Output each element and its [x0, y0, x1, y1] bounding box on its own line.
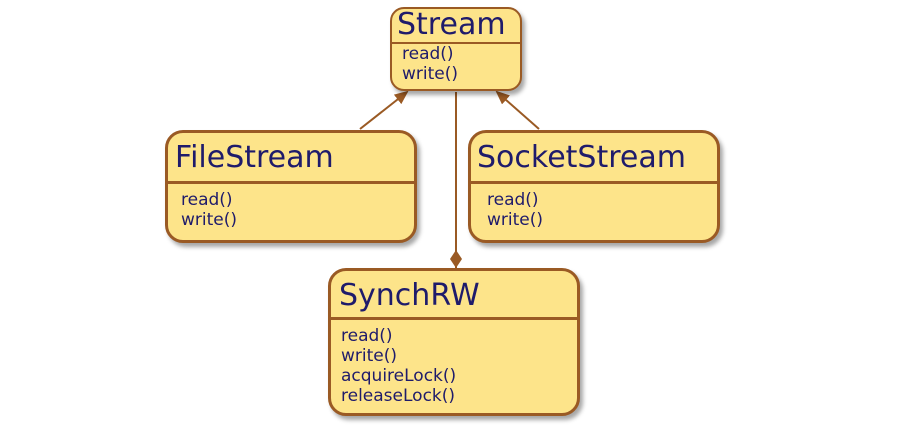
class-box-stream[interactable]: Stream read() write()	[390, 7, 522, 91]
operations-list: read() write()	[168, 184, 414, 230]
class-box-socketstream[interactable]: SocketStream read() write()	[468, 130, 720, 243]
operation: write()	[181, 210, 238, 230]
divider	[471, 181, 717, 184]
operation: write()	[341, 346, 398, 366]
operation: read()	[341, 326, 393, 346]
socketstream-to-stream-arrow	[495, 90, 540, 130]
class-name: SynchRW	[339, 278, 480, 313]
operation: read()	[181, 190, 233, 210]
operations-list: read() write()	[392, 44, 520, 84]
class-box-filestream[interactable]: FileStream read() write()	[165, 130, 417, 243]
class-name: Stream	[397, 7, 506, 42]
operation: acquireLock()	[341, 366, 457, 386]
operations-list: read() write() acquireLock() releaseLock…	[331, 320, 577, 406]
operation: write()	[402, 64, 459, 84]
operation: releaseLock()	[341, 386, 456, 406]
operations-list: read() write()	[471, 184, 717, 230]
divider	[331, 317, 577, 320]
divider	[392, 42, 520, 44]
class-name: SocketStream	[477, 140, 686, 175]
divider	[168, 181, 414, 184]
operation: write()	[487, 210, 544, 230]
filestream-to-stream-arrow	[359, 90, 409, 130]
operation: read()	[402, 44, 454, 64]
operation: read()	[487, 190, 539, 210]
class-box-synchrw[interactable]: SynchRW read() write() acquireLock() rel…	[328, 268, 580, 416]
class-name: FileStream	[175, 140, 334, 175]
